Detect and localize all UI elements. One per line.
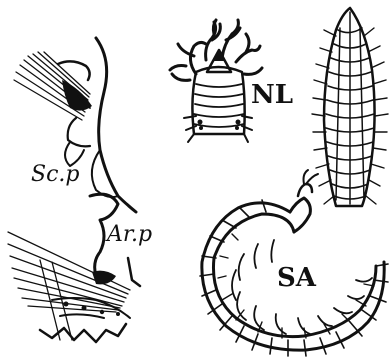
arp-parapodium-drawing: [8, 194, 140, 342]
nl-label: NL: [251, 82, 293, 108]
scp-label: Sc.p: [31, 164, 79, 186]
arp-label: Ar.p: [107, 224, 152, 246]
elongated-worm-drawing: [312, 8, 388, 206]
sa-label: SA: [277, 265, 316, 291]
nl-worm-head-drawing: [170, 20, 262, 142]
